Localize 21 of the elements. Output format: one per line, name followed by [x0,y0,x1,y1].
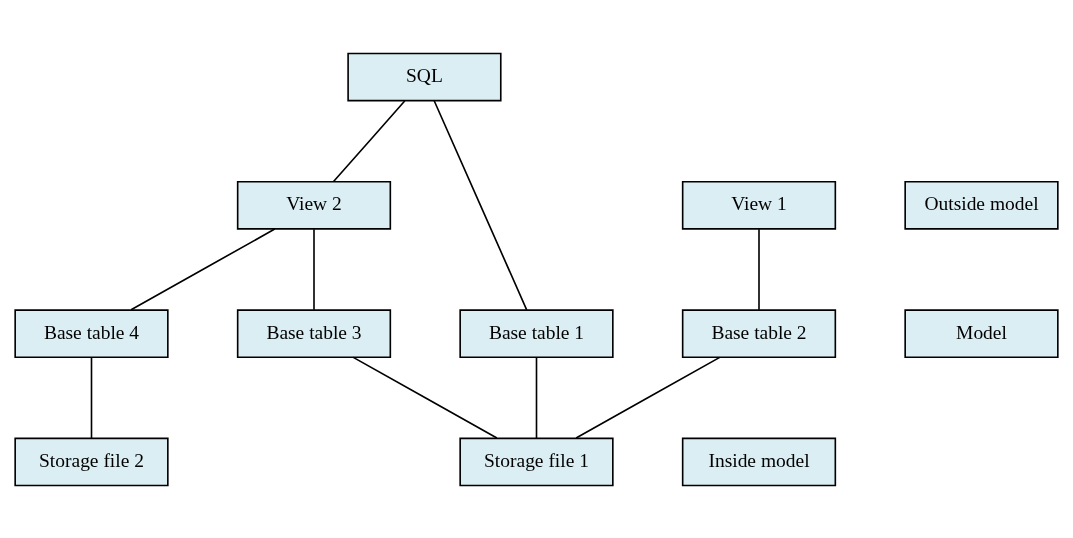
node-box: Base table 2 [681,308,837,358]
node-box: Model [904,308,1059,358]
node-box: View 2 [236,180,392,230]
node-box: Base table 3 [236,308,392,358]
connector [130,227,276,311]
node-box: Storage file 2 [14,437,169,486]
connector [575,356,721,439]
connector [433,99,528,311]
node-box: Base table 1 [459,308,614,358]
node-box: Base table 4 [14,308,169,358]
node-box: Inside model [681,437,837,486]
connector [535,356,538,439]
connector [332,99,406,182]
node-box: Outside model [904,180,1059,230]
connector [90,356,93,439]
node-box: SQL [347,52,502,101]
connector [758,228,760,311]
connector [352,356,498,439]
node-box: Storage file 1 [459,437,614,486]
connector [313,228,315,311]
node-box: View 1 [681,180,837,230]
